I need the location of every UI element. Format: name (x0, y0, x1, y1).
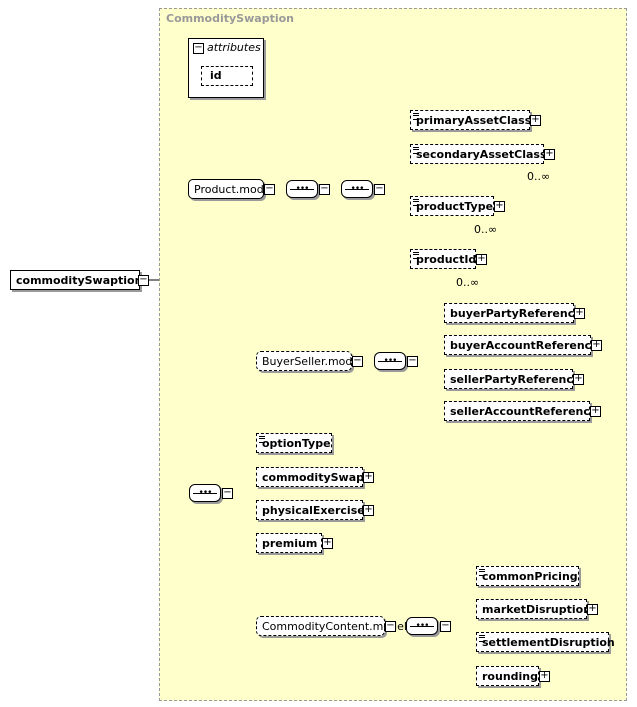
product-type-occurrence: 0..∞ (474, 223, 498, 236)
product-sequence-1-icon (286, 180, 318, 198)
documentation-lines-icon (413, 147, 419, 154)
documentation-lines-icon (413, 252, 419, 259)
physical-exercise-label: physicalExercise (262, 504, 365, 517)
premium-label: premium (262, 537, 318, 550)
physical-exercise[interactable]: physicalExercise (256, 500, 365, 520)
secondary-asset-class-occurrence: 0..∞ (527, 170, 551, 183)
commodity-content-model-label: CommodityContent.model (262, 620, 407, 633)
primary-asset-class-label: primaryAssetClass (416, 114, 532, 127)
product-id-occurrence: 0..∞ (456, 276, 480, 289)
secondary-asset-class[interactable]: secondaryAssetClass (410, 144, 547, 167)
buyer-seller-model-group[interactable]: BuyerSeller.model (256, 351, 362, 371)
buyer-party-reference-label: buyerPartyReference (450, 307, 582, 320)
documentation-lines-icon (413, 113, 419, 120)
buyer-seller-model-collapse-icon[interactable]: − (352, 355, 363, 367)
product-type[interactable]: productType (410, 196, 497, 219)
settlement-disruption-label: settlementDisruption (482, 636, 615, 649)
common-pricing[interactable]: commonPricing (476, 566, 579, 586)
product-model-group[interactable]: Product.model (188, 179, 274, 199)
seller-party-reference-label: sellerPartyReference (450, 373, 581, 386)
secondary-asset-class-label: secondaryAssetClass (416, 148, 547, 161)
market-disruption-expand-icon[interactable]: + (587, 603, 598, 615)
buyer-seller-sequence-collapse-icon[interactable]: − (407, 355, 418, 367)
seller-account-reference[interactable]: sellerAccountReference (444, 401, 597, 421)
attribute-id[interactable]: id (201, 66, 253, 86)
seller-party-reference[interactable]: sellerPartyReference (444, 369, 580, 389)
premium[interactable]: premium (256, 533, 322, 553)
buyer-seller-model-label: BuyerSeller.model (262, 355, 363, 368)
buyer-party-reference-expand-icon[interactable]: + (574, 307, 585, 319)
root-collapse-icon[interactable]: − (138, 274, 149, 286)
product-id-expand-icon[interactable]: + (476, 253, 487, 265)
commodity-content-model-group[interactable]: CommodityContent.model (256, 616, 407, 636)
rounding-expand-icon[interactable]: + (539, 670, 550, 682)
seller-account-reference-expand-icon[interactable]: + (590, 405, 601, 417)
market-disruption-label: marketDisruption (482, 603, 592, 616)
attributes-collapse-icon[interactable]: − (193, 42, 204, 54)
main-sequence-collapse-icon[interactable]: − (222, 487, 233, 499)
buyer-account-reference-label: buyerAccountReference (450, 339, 599, 352)
documentation-lines-icon (259, 436, 265, 443)
product-sequence-2-icon (341, 180, 373, 198)
documentation-lines-icon (479, 569, 485, 576)
primary-asset-class[interactable]: primaryAssetClass (410, 110, 532, 130)
commodity-content-sequence-icon (406, 617, 438, 635)
commodity-content-model-collapse-icon[interactable]: − (385, 620, 396, 632)
commodity-swap[interactable]: commoditySwap (256, 467, 365, 487)
buyer-account-reference[interactable]: buyerAccountReference (444, 335, 599, 355)
physical-exercise-expand-icon[interactable]: + (363, 504, 374, 516)
type-title: CommoditySwaption (166, 12, 294, 25)
product-id-label: productId (416, 253, 477, 266)
documentation-lines-icon (479, 635, 485, 642)
commodity-content-sequence-collapse-icon[interactable]: − (440, 620, 451, 632)
main-sequence-icon (189, 484, 221, 502)
primary-asset-class-expand-icon[interactable]: + (530, 114, 541, 126)
option-type[interactable]: optionType (256, 433, 332, 453)
settlement-disruption[interactable]: settlementDisruption (476, 632, 615, 652)
premium-expand-icon[interactable]: + (322, 537, 333, 549)
product-id[interactable]: productId (410, 249, 479, 272)
root-element-label: commoditySwaption (16, 274, 143, 287)
secondary-asset-class-expand-icon[interactable]: + (544, 148, 555, 160)
attributes-group: − attributes id (188, 38, 264, 98)
seller-account-reference-label: sellerAccountReference (450, 405, 598, 418)
product-sequence-1-collapse-icon[interactable]: − (319, 183, 330, 195)
commodity-swap-expand-icon[interactable]: + (363, 471, 374, 483)
seller-party-reference-expand-icon[interactable]: + (573, 373, 584, 385)
market-disruption[interactable]: marketDisruption (476, 599, 591, 619)
root-element[interactable]: commoditySwaption (10, 270, 143, 290)
buyer-seller-sequence-icon (374, 352, 406, 370)
product-sequence-2-collapse-icon[interactable]: − (374, 183, 385, 195)
commodity-swap-label: commoditySwap (262, 471, 365, 484)
common-pricing-label: commonPricing (482, 570, 578, 583)
product-model-label: Product.model (194, 183, 274, 196)
documentation-lines-icon (413, 199, 419, 206)
rounding[interactable]: rounding (476, 666, 539, 686)
product-type-label: productType (416, 200, 494, 213)
product-model-collapse-icon[interactable]: − (264, 183, 275, 195)
product-type-expand-icon[interactable]: + (494, 200, 505, 212)
option-type-label: optionType (262, 437, 331, 450)
rounding-label: rounding (482, 670, 538, 683)
buyer-account-reference-expand-icon[interactable]: + (591, 339, 602, 351)
attributes-label: attributes (207, 41, 261, 54)
buyer-party-reference[interactable]: buyerPartyReference (444, 303, 582, 323)
